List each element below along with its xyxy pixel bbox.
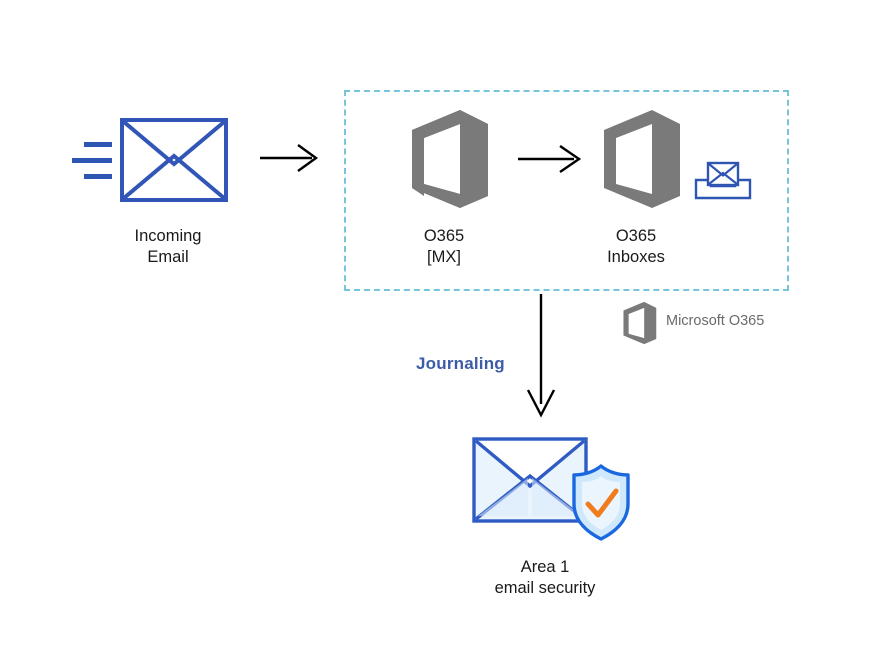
incoming-email-label: Incoming Email (134, 227, 202, 266)
envelope-shield-icon (470, 434, 630, 544)
arrow-down-icon (524, 292, 558, 420)
legend-label: Microsoft O365 (666, 313, 765, 329)
o365-mx-label: O365 [MX] (423, 227, 465, 266)
office-logo-icon (596, 108, 684, 210)
arrow-right-icon (516, 142, 584, 176)
area1-email-security-label: Area 1 email security (494, 558, 596, 597)
envelope-icon (72, 112, 232, 216)
o365-inboxes-label: O365 Inboxes (607, 227, 665, 266)
arrow-right-icon (258, 140, 320, 176)
journaling-edge-label: Journaling (416, 354, 505, 373)
o365-zone-boundary (344, 90, 789, 291)
inbox-tray-icon (694, 160, 752, 202)
office-logo-icon (404, 108, 492, 210)
legend-office-logo-icon (620, 301, 658, 345)
